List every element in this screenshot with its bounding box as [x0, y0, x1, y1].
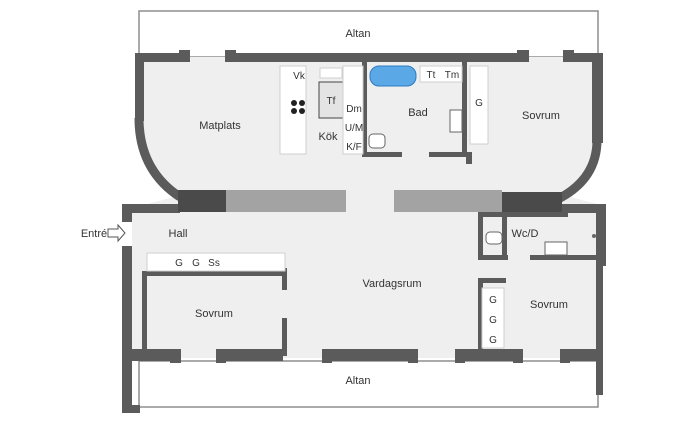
- opening-west: [226, 190, 346, 212]
- bedroom-ne-label: Sovrum: [522, 110, 560, 122]
- bath-sink-icon: [449, 109, 463, 133]
- dark-column-west: [178, 190, 226, 212]
- fixture-tm-label: Tm: [445, 70, 459, 81]
- kitchen-counter-mid: [342, 65, 364, 155]
- balcony-bottom: [138, 360, 599, 408]
- curved-wall-west: [134, 117, 183, 201]
- hall-wardrobe-bank: [146, 252, 286, 272]
- fixture-vk-label: Vk: [293, 71, 306, 82]
- dark-column-east: [502, 192, 562, 212]
- balcony-bottom-label: Altan: [345, 375, 370, 387]
- hall-label: Hall: [169, 228, 188, 240]
- se-wardrobe-label: G: [489, 335, 497, 346]
- fixture-tt-label: Tt: [427, 70, 436, 81]
- living-room-label: Vardagsrum: [362, 278, 421, 290]
- opening-east: [394, 190, 502, 212]
- wc-sink-icon: [544, 241, 568, 256]
- stove-icon: [291, 100, 305, 114]
- bathroom-label: Bad: [408, 107, 428, 119]
- wardrobe-bedroom-ne: [469, 65, 489, 145]
- se-wardrobe-label: G: [489, 315, 497, 326]
- fixture-dm-label: Dm: [346, 104, 362, 115]
- kitchen-label: Kök: [319, 131, 338, 143]
- toilet-icon-wc: [485, 231, 503, 245]
- exterior-walls: [122, 50, 606, 413]
- fixture-g-label: G: [475, 98, 483, 109]
- balcony-top-label: Altan: [345, 28, 370, 40]
- bedroom-se-label: Sovrum: [530, 299, 568, 311]
- se-wardrobe-bank: [481, 287, 505, 349]
- wc-label: Wc/D: [512, 228, 539, 240]
- hall-wardrobe-label: Ss: [208, 258, 220, 269]
- toilet-icon-bath: [368, 133, 386, 149]
- bedroom-sw-label: Sovrum: [195, 308, 233, 320]
- fixture-um-label: U/M: [345, 123, 363, 134]
- interior-walls: [142, 62, 602, 358]
- hall-wardrobe-label: G: [175, 258, 183, 269]
- fixture-kf-label: K/F: [346, 142, 362, 153]
- entry-arrow-icon: [107, 223, 126, 243]
- drain-icon: [592, 234, 596, 238]
- se-wardrobe-label: G: [489, 295, 497, 306]
- curved-wall-east: [557, 139, 602, 202]
- balcony-top: [138, 10, 599, 58]
- hall-wardrobe-label: G: [192, 258, 200, 269]
- dining-area-label: Matplats: [199, 120, 241, 132]
- bath-cabinet: [419, 65, 463, 83]
- entrance-label: Entré: [81, 228, 107, 240]
- fixture-tf-label: Tf: [327, 96, 336, 107]
- bathtub-icon: [369, 65, 417, 87]
- kitchen-sink-cabinet: [319, 67, 343, 79]
